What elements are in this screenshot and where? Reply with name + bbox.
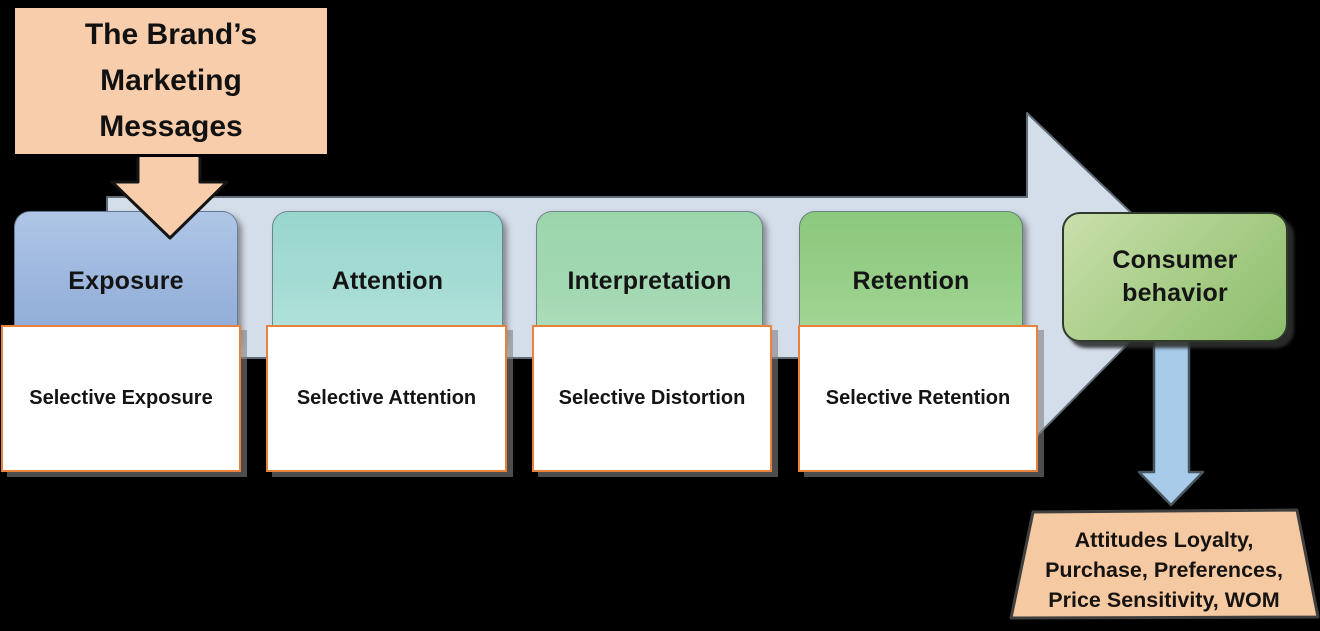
selective-label-distortion: Selective Distortion: [558, 387, 746, 409]
stage-label-exposure: Exposure: [68, 266, 184, 295]
callout-line: Messages: [99, 110, 243, 143]
stage-label-interpretation: Interpretation: [567, 266, 732, 295]
outcome-text: Attitudes Loyalty, Purchase, Preferences…: [1014, 524, 1314, 616]
stage-label-attention: Attention: [331, 266, 444, 295]
selective-box-retention: Selective Retention: [798, 325, 1038, 472]
selective-box-exposure: Selective Exposure: [1, 325, 241, 472]
selective-label-attention: Selective Attention: [296, 387, 477, 409]
outcome-line: Attitudes Loyalty,: [1074, 528, 1254, 552]
stage-label-retention: Retention: [852, 266, 970, 295]
consumer-behavior-down-arrow-icon: [1137, 334, 1205, 507]
marketing-messages-callout: The Brand’s Marketing Messages: [12, 5, 330, 157]
stage-label-consumer-behavior: Consumer behavior: [1112, 246, 1238, 307]
selective-box-distortion: Selective Distortion: [532, 325, 772, 472]
callout-line: Marketing: [100, 64, 242, 97]
outcome-line: Purchase, Preferences,: [1045, 558, 1283, 582]
selective-label-retention: Selective Retention: [825, 387, 1011, 409]
callout-line: The Brand’s: [84, 18, 258, 51]
stage-box-consumer-behavior: Consumer behavior: [1062, 212, 1288, 342]
selective-label-exposure: Selective Exposure: [29, 387, 213, 409]
selective-box-attention: Selective Attention: [266, 325, 507, 472]
outcome-line: Price Sensitivity, WOM: [1048, 588, 1280, 612]
